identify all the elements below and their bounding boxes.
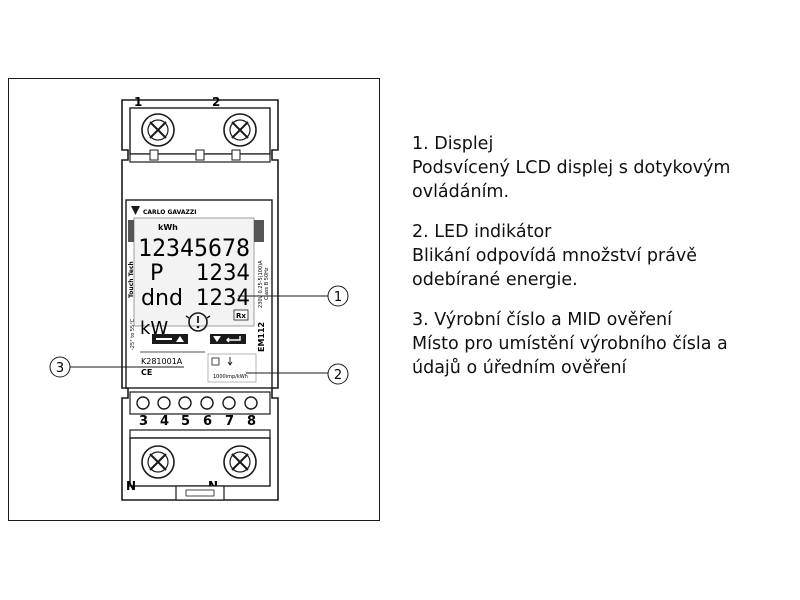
lcd-side-tab xyxy=(254,220,264,242)
lcd-rx-label: Rx xyxy=(236,312,246,320)
legend-item-led: 2. LED indikátor Blikání odpovídá množst… xyxy=(412,220,792,292)
touch-tech-label: Touch Tech xyxy=(128,261,135,298)
legend-title: 1. Displej xyxy=(412,134,494,154)
lcd-display xyxy=(133,217,255,327)
latch xyxy=(195,149,205,161)
legend-text: Místo pro umístění výrobního čísla a úda… xyxy=(412,334,728,378)
down-arrow-icon xyxy=(213,336,221,342)
terminal-label-2: 2 xyxy=(212,95,220,109)
diagram-frame xyxy=(8,78,380,521)
lcd-row3-left: dnd xyxy=(141,286,183,311)
lcd-row1: 12345678 xyxy=(138,234,250,262)
ce-mark: CE xyxy=(141,368,152,377)
lcd-side-tab xyxy=(128,220,134,242)
legend-title: 2. LED indikátor xyxy=(412,222,552,242)
terminal-label-1: 1 xyxy=(134,95,142,109)
terminal-label-3: 3 xyxy=(139,414,148,429)
screw-icon xyxy=(223,113,257,147)
led-indicator-icon xyxy=(211,357,220,366)
serial-number: K281001A xyxy=(141,357,183,366)
up-arrow-icon xyxy=(176,336,184,342)
callout-label-1: 1 xyxy=(334,290,342,305)
arrow-down-icon xyxy=(227,357,233,366)
bottom-terminal-screws xyxy=(136,396,258,410)
lcd-rx-badge xyxy=(233,309,249,321)
temp-range-label: -25° to 55°C xyxy=(130,318,136,350)
enter-icon xyxy=(226,336,241,343)
terminal-label-6: 6 xyxy=(203,414,212,429)
lcd-row2-left: P xyxy=(150,261,163,286)
legend-item-display: 1. Displej Podsvícený LCD displej s doty… xyxy=(412,132,792,204)
latch xyxy=(231,149,241,161)
lcd-kw-label: kW xyxy=(140,318,168,339)
callout-circle-1 xyxy=(327,285,349,307)
legend-item-serial: 3. Výrobní číslo a MID ověření Místo pro… xyxy=(412,308,792,380)
specs-line2: Class B 50Hz xyxy=(264,267,270,300)
legend-text: Blikání odpovídá množství právě odebíran… xyxy=(412,246,697,290)
legend: 1. Displej Podsvícený LCD displej s doty… xyxy=(412,132,792,396)
model-label: EM112 xyxy=(257,322,266,352)
terminal-label-5: 5 xyxy=(181,414,190,429)
screw-icon xyxy=(141,113,175,147)
callout-label-2: 2 xyxy=(334,368,342,383)
brand-logo-icon xyxy=(131,206,140,215)
brand-name: CARLO GAVAZZI xyxy=(143,209,196,216)
lcd-row3-right: 1234 xyxy=(196,286,250,311)
lcd-unit-label: kWh xyxy=(158,223,178,232)
lcd-row2-right: 1234 xyxy=(196,261,250,286)
screw-icon xyxy=(141,445,175,479)
din-clip-inner xyxy=(185,489,215,497)
callout-label-3: 3 xyxy=(56,361,64,376)
touch-clock-icon xyxy=(185,312,211,332)
terminal-label-8: 8 xyxy=(247,414,256,429)
impulse-label: 1000imp/kWh xyxy=(213,374,248,380)
legend-text: Podsvícený LCD displej s dotykovým ovlád… xyxy=(412,158,731,202)
callout-circle-3 xyxy=(49,356,71,378)
bottom-neutral-rail xyxy=(129,429,271,439)
screw-icon xyxy=(223,445,257,479)
latch xyxy=(149,149,159,161)
terminal-label-n1: N xyxy=(126,479,136,493)
terminal-label-7: 7 xyxy=(225,414,234,429)
specs-line1: 230V 0.25-5(100)A xyxy=(258,260,264,308)
callout-circle-2 xyxy=(327,363,349,385)
legend-title: 3. Výrobní číslo a MID ověření xyxy=(412,310,672,330)
terminal-label-4: 4 xyxy=(160,414,169,429)
